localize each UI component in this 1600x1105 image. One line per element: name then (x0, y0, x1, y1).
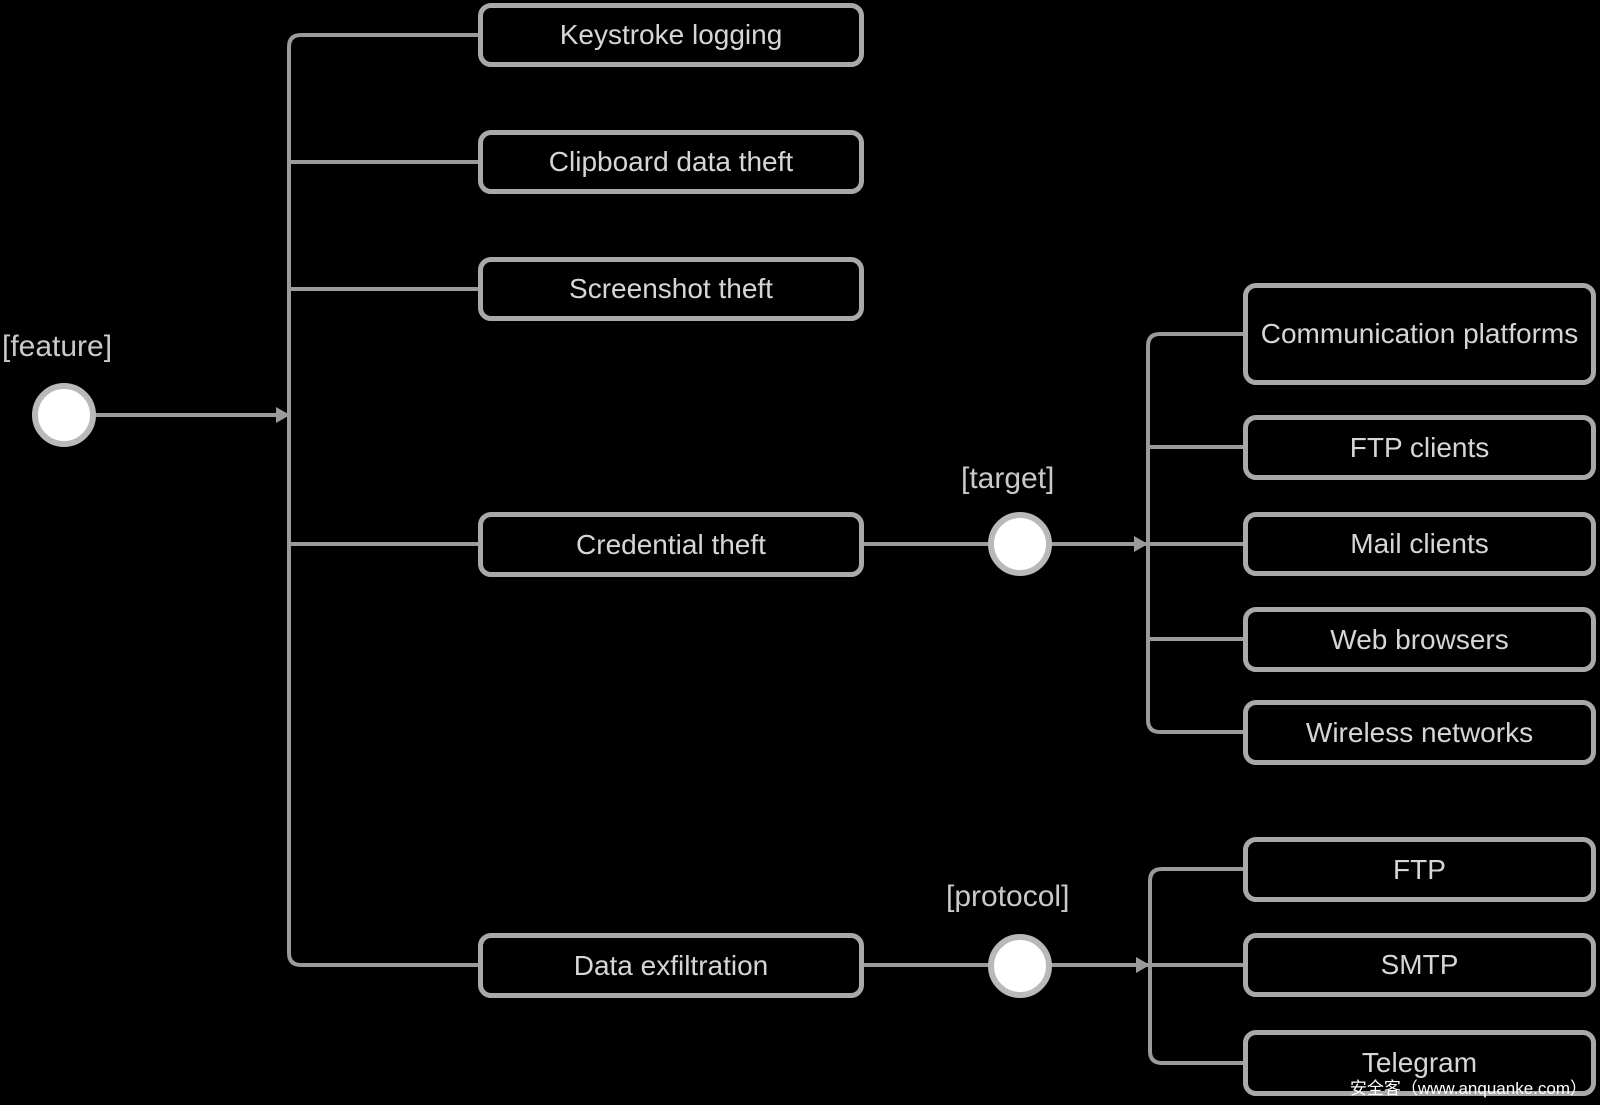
edge-protocol-trunk (1148, 867, 1245, 1065)
node-keystroke-logging[interactable]: Keystroke logging (478, 3, 864, 67)
target-node-circle[interactable] (988, 512, 1052, 576)
node-label: Telegram (1361, 1047, 1478, 1079)
node-label: Keystroke logging (559, 19, 783, 51)
node-label: Data exfiltration (573, 949, 769, 981)
watermark: 安全客（www.anquanke.com） (1349, 1079, 1587, 1098)
node-label: SMTP (1380, 949, 1459, 981)
node-credential-theft[interactable]: Credential theft (478, 512, 864, 577)
junction-arrow-target (1134, 536, 1148, 552)
node-telegram[interactable]: Telegram (1243, 1030, 1596, 1096)
root-node-circle[interactable] (32, 383, 96, 447)
node-clipboard-data-theft[interactable]: Clipboard data theft (478, 130, 864, 194)
node-smtp[interactable]: SMTP (1243, 933, 1596, 997)
node-screenshot-theft[interactable]: Screenshot theft (478, 257, 864, 321)
target-label: [target] (961, 462, 1055, 495)
node-label: Clipboard data theft (548, 146, 794, 178)
node-ftp-clients[interactable]: FTP clients (1243, 415, 1596, 480)
protocol-label: [protocol] (946, 880, 1070, 913)
root-label: [feature] (2, 330, 113, 363)
node-label: FTP clients (1349, 431, 1490, 463)
protocol-node-circle[interactable] (988, 934, 1052, 998)
node-communication-platforms[interactable]: Communication platforms (1243, 283, 1596, 385)
node-label: Wireless networks (1305, 716, 1534, 748)
junction-arrow-root (276, 407, 290, 423)
node-label: Communication platforms (1260, 318, 1579, 350)
node-web-browsers[interactable]: Web browsers (1243, 607, 1596, 672)
node-label: FTP (1393, 853, 1446, 885)
node-ftp[interactable]: FTP (1243, 837, 1596, 902)
edge-left-trunk (287, 33, 480, 967)
node-label: Screenshot theft (569, 273, 773, 305)
node-mail-clients[interactable]: Mail clients (1243, 512, 1596, 576)
node-data-exfiltration[interactable]: Data exfiltration (478, 933, 864, 998)
node-label: Mail clients (1350, 528, 1489, 560)
node-label: Web browsers (1330, 623, 1509, 655)
node-wireless-networks[interactable]: Wireless networks (1243, 700, 1596, 765)
edge-target-trunk (1146, 332, 1245, 734)
node-label: Credential theft (576, 528, 766, 560)
junction-arrow-protocol (1136, 957, 1150, 973)
